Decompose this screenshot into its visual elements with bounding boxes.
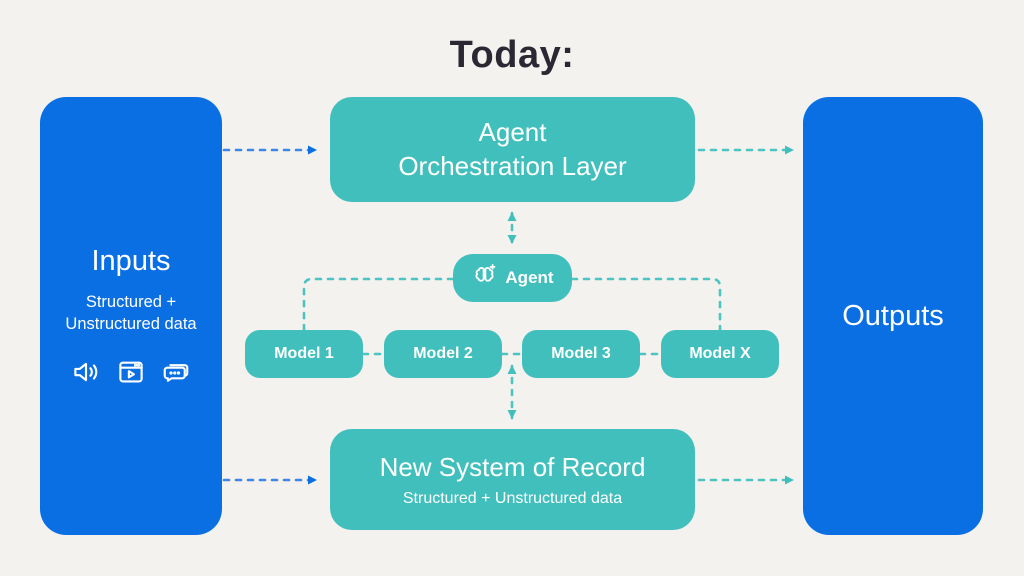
inputs-subtitle: Structured + Unstructured data <box>65 293 197 333</box>
audio-speaker-icon <box>71 357 101 387</box>
outputs-panel: Outputs <box>803 97 983 535</box>
chat-bubbles-icon <box>161 357 191 387</box>
model-box-label: Model 3 <box>551 345 611 362</box>
model-box-x: Model X <box>661 330 779 378</box>
aol-line1: Agent <box>478 116 547 147</box>
agent-pill: Agent <box>453 254 572 302</box>
new-system-of-record-box: New System of Record Structured + Unstru… <box>330 429 695 530</box>
agent-pill-label: Agent <box>505 268 554 287</box>
inputs-panel: Inputs Structured + Unstructured data <box>40 97 222 535</box>
model-box-label: Model 2 <box>413 345 473 362</box>
nsr-title: New System of Record <box>379 451 646 482</box>
outputs-title: Outputs <box>842 299 944 332</box>
model-box-3: Model 3 <box>522 330 640 378</box>
model-box-2: Model 2 <box>384 330 502 378</box>
inputs-icon-row <box>71 357 191 387</box>
model-box-label: Model 1 <box>274 345 334 362</box>
aol-line2: Orchestration Layer <box>398 150 627 181</box>
nsr-subtitle: Structured + Unstructured data <box>402 489 623 507</box>
model-box-label: Model X <box>689 345 751 362</box>
agent-orchestration-layer-box: Agent Orchestration Layer <box>330 97 695 202</box>
page-title: Today: <box>449 34 575 76</box>
model-box-1: Model 1 <box>245 330 363 378</box>
inputs-title: Inputs <box>91 245 171 278</box>
brain-sparkle-icon <box>471 262 498 294</box>
video-player-icon <box>116 357 146 387</box>
